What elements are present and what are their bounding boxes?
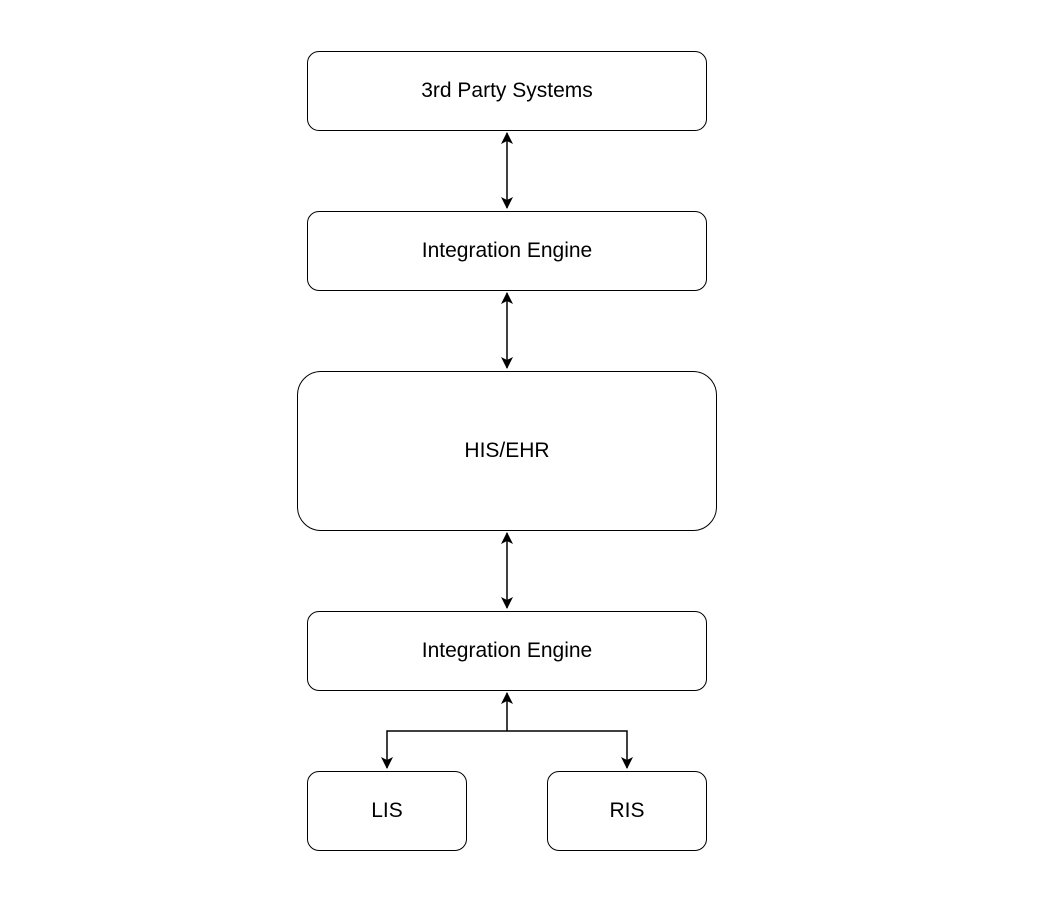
edge-branch-to-lis bbox=[381, 730, 507, 769]
node-label: Integration Engine bbox=[421, 639, 593, 662]
node-lis: LIS bbox=[307, 771, 467, 851]
edge-branch-to-ris bbox=[507, 730, 633, 769]
node-label: HIS/EHR bbox=[464, 439, 550, 462]
node-label: LIS bbox=[371, 799, 403, 822]
node-label: Integration Engine bbox=[421, 239, 593, 262]
node-label: 3rd Party Systems bbox=[421, 79, 593, 102]
node-integration-engine-bottom: Integration Engine bbox=[307, 611, 707, 691]
node-ris: RIS bbox=[547, 771, 707, 851]
node-integration-engine-top: Integration Engine bbox=[307, 211, 707, 291]
node-label: RIS bbox=[609, 799, 645, 822]
node-third-party-systems: 3rd Party Systems bbox=[307, 51, 707, 131]
node-his-ehr: HIS/EHR bbox=[297, 371, 717, 531]
